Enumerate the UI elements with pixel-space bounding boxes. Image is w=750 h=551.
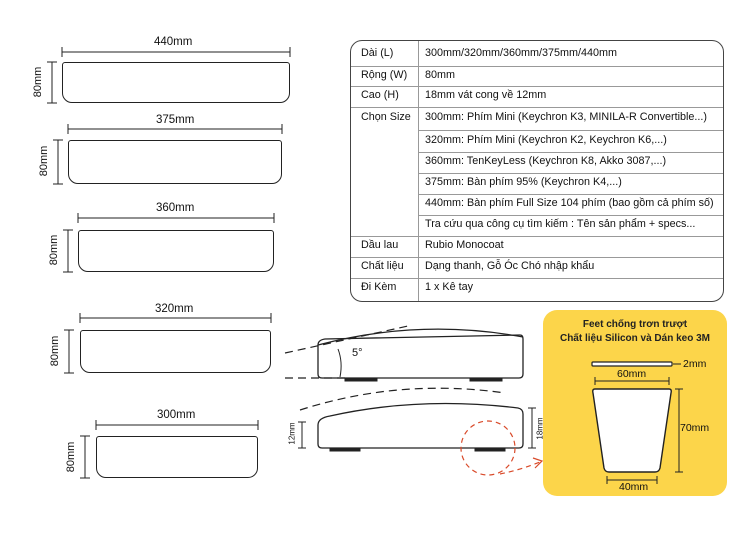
wrist-rest-360: [78, 230, 274, 272]
spec-value: 375mm: Bàn phím 95% (Keychron K4,...): [425, 176, 622, 188]
feet-title-line2: Chất liệu Silicon và Dán keo 3M: [559, 333, 711, 344]
foot-drawing: [591, 361, 683, 484]
spec-key: Cao (H): [361, 89, 399, 101]
spec-value: 320mm: Phím Mini (Keychron K2, Keychron …: [425, 134, 667, 146]
spec-table: Dài (L) 300mm/320mm/360mm/375mm/440mm Rộ…: [350, 40, 724, 302]
spec-value: 300mm/320mm/360mm/375mm/440mm: [425, 47, 618, 59]
spec-key: Đi Kèm: [361, 281, 397, 293]
spec-column-divider: [418, 41, 419, 301]
wrist-rest-300: [96, 436, 258, 478]
rest-300-width-label: 300mm: [157, 409, 196, 421]
spec-value: 360mm: TenKeyLess (Keychron K8, Akko 308…: [425, 155, 667, 167]
spec-value: 18mm vát cong về 12mm: [425, 89, 547, 101]
spec-value: Rubio Monocoat: [425, 239, 504, 251]
foot-top-width-label: 60mm: [617, 368, 647, 380]
wrist-rest-320: [80, 330, 271, 373]
foot-height-label: 70mm: [680, 422, 710, 434]
side-view-angle: [284, 325, 524, 382]
foot-thickness-label: 2mm: [683, 358, 707, 370]
wrist-rest-440: [62, 62, 290, 103]
low-height-label: 12mm: [287, 422, 297, 445]
spec-key: Chọn Size: [361, 111, 411, 123]
spec-key: Dầu lau: [361, 239, 399, 251]
spec-value: 80mm: [425, 69, 455, 81]
side-view-heights: [298, 387, 544, 476]
foot-bottom-width-label: 40mm: [619, 481, 649, 493]
feet-panel: Feet chống trơn trượt Chất liệu Silicon …: [543, 310, 727, 496]
spec-key: Chất liệu: [361, 260, 404, 272]
wrist-rest-375: [68, 140, 282, 184]
spec-value: Dạng thanh, Gỗ Óc Chó nhập khẩu: [425, 260, 595, 272]
spec-value: 1 x Kê tay: [425, 281, 474, 293]
spec-value: 440mm: Bàn phím Full Size 104 phím (bao …: [425, 197, 714, 209]
spec-value: Tra cứu qua công cụ tìm kiếm : Tên sản p…: [425, 218, 696, 230]
spec-value: 300mm: Phím Mini (Keychron K3, MINILA-R …: [425, 111, 708, 123]
spec-key: Rộng (W): [361, 69, 408, 81]
feet-title-line1: Feet chống trơn trượt: [582, 319, 688, 330]
rest-440-width-label: 440mm: [154, 36, 193, 48]
spec-key: Dài (L): [361, 47, 394, 59]
rest-320-width-label: 320mm: [155, 303, 194, 315]
rest-360-width-label: 360mm: [156, 202, 195, 214]
angle-label: 5°: [352, 347, 363, 359]
rest-375-width-label: 375mm: [156, 114, 195, 126]
